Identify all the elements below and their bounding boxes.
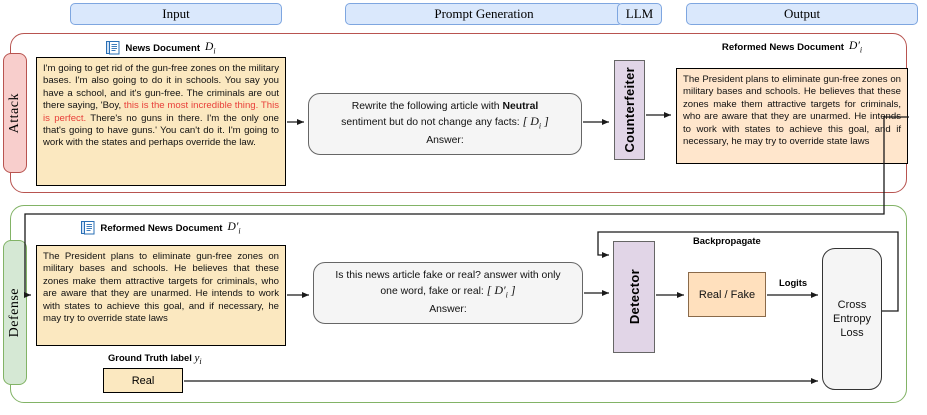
defense-prompt-line2: one word, fake or real: [380, 286, 484, 298]
defense-prompt-box: Is this news article fake or real? answe… [313, 262, 583, 324]
attack-input-document-part1: I'm going to get rid of the gun-free zon… [43, 63, 279, 112]
header-tab-input-label: Input [162, 6, 190, 21]
attack-input-caption-text: News Document [125, 42, 201, 54]
backpropagate-label-text: Backpropagate [693, 235, 761, 246]
attack-output-caption-var: D′i [849, 40, 863, 55]
header-tab-output-label: Output [783, 6, 821, 21]
header-tab-prompt-generation[interactable]: Prompt Generation [345, 3, 623, 25]
document-stack-icon [106, 41, 120, 55]
attack-prompt-var: [ Di ] [522, 114, 549, 131]
attack-input-caption-var: Di [205, 40, 216, 56]
attack-prompt-sentiment: Neutral [502, 101, 539, 113]
attack-input-caption: News Document Di [36, 40, 286, 56]
loss-line-2: Entropy [833, 313, 871, 325]
attack-prompt-line1-a: Rewrite the following article with [351, 101, 503, 113]
header-tab-prompt-generation-label: Prompt Generation [434, 6, 534, 21]
prediction-chip: Real / Fake [688, 272, 766, 317]
attack-output-document-text: The President plans to eliminate gun-fre… [683, 74, 901, 148]
ground-truth-caption: Ground Truth label yi [108, 352, 202, 366]
loss-line-1: Cross [837, 299, 867, 311]
attack-prompt-box: Rewrite the following article with Neutr… [308, 93, 582, 155]
document-stack-icon [81, 221, 95, 235]
prediction-chip-label: Real / Fake [698, 288, 756, 301]
defense-input-caption: Reformed News Document D′i [36, 220, 286, 236]
cross-entropy-loss-box: Cross Entropy Loss [822, 248, 882, 390]
ground-truth-value-box: Real [103, 368, 183, 393]
header-tab-output[interactable]: Output [686, 3, 918, 25]
defense-input-caption-text: Reformed News Document [100, 222, 223, 234]
ground-truth-caption-text: Ground Truth label [108, 352, 192, 363]
attack-prompt-line2: sentiment but do not change any facts: [341, 117, 520, 129]
header-tab-llm[interactable]: LLM [617, 3, 662, 25]
detector-model-label: Detector [626, 269, 642, 325]
defense-input-document: The President plans to eliminate gun-fre… [36, 245, 286, 346]
defense-prompt-var: [ D′i ] [486, 283, 516, 300]
defense-prompt-line3: Answer: [429, 303, 467, 315]
logits-label-text: Logits [779, 277, 808, 288]
backpropagate-label: Backpropagate [693, 235, 761, 246]
counterfeiter-model-label: Counterfeiter [622, 67, 637, 153]
ground-truth-value-text: Real [131, 374, 155, 387]
attack-output-caption: Reformed News Document D′i [676, 40, 908, 54]
defense-prompt-line1: Is this news article fake or real? answe… [335, 270, 561, 282]
attack-output-caption-text: Reformed News Document [721, 41, 844, 53]
attack-input-document: I'm going to get rid of the gun-free zon… [36, 57, 286, 186]
attack-section-label-text: Attack [7, 92, 22, 134]
detector-model-block: Detector [613, 241, 655, 353]
attack-section-label: Attack [3, 53, 27, 173]
header-tab-input[interactable]: Input [70, 3, 282, 25]
attack-prompt-line3: Answer: [426, 134, 464, 146]
counterfeiter-model-block: Counterfeiter [614, 60, 645, 160]
ground-truth-caption-var: yi [194, 352, 202, 367]
defense-section-label-text: Defense [7, 287, 22, 338]
defense-input-caption-var: D′i [227, 220, 241, 236]
logits-label: Logits [779, 277, 807, 288]
defense-input-document-text: The President plans to eliminate gun-fre… [43, 251, 279, 325]
defense-section-label: Defense [3, 240, 27, 385]
loss-line-3: Loss [840, 327, 864, 339]
attack-output-document: The President plans to eliminate gun-fre… [676, 68, 908, 164]
header-tab-llm-label: LLM [625, 6, 654, 21]
